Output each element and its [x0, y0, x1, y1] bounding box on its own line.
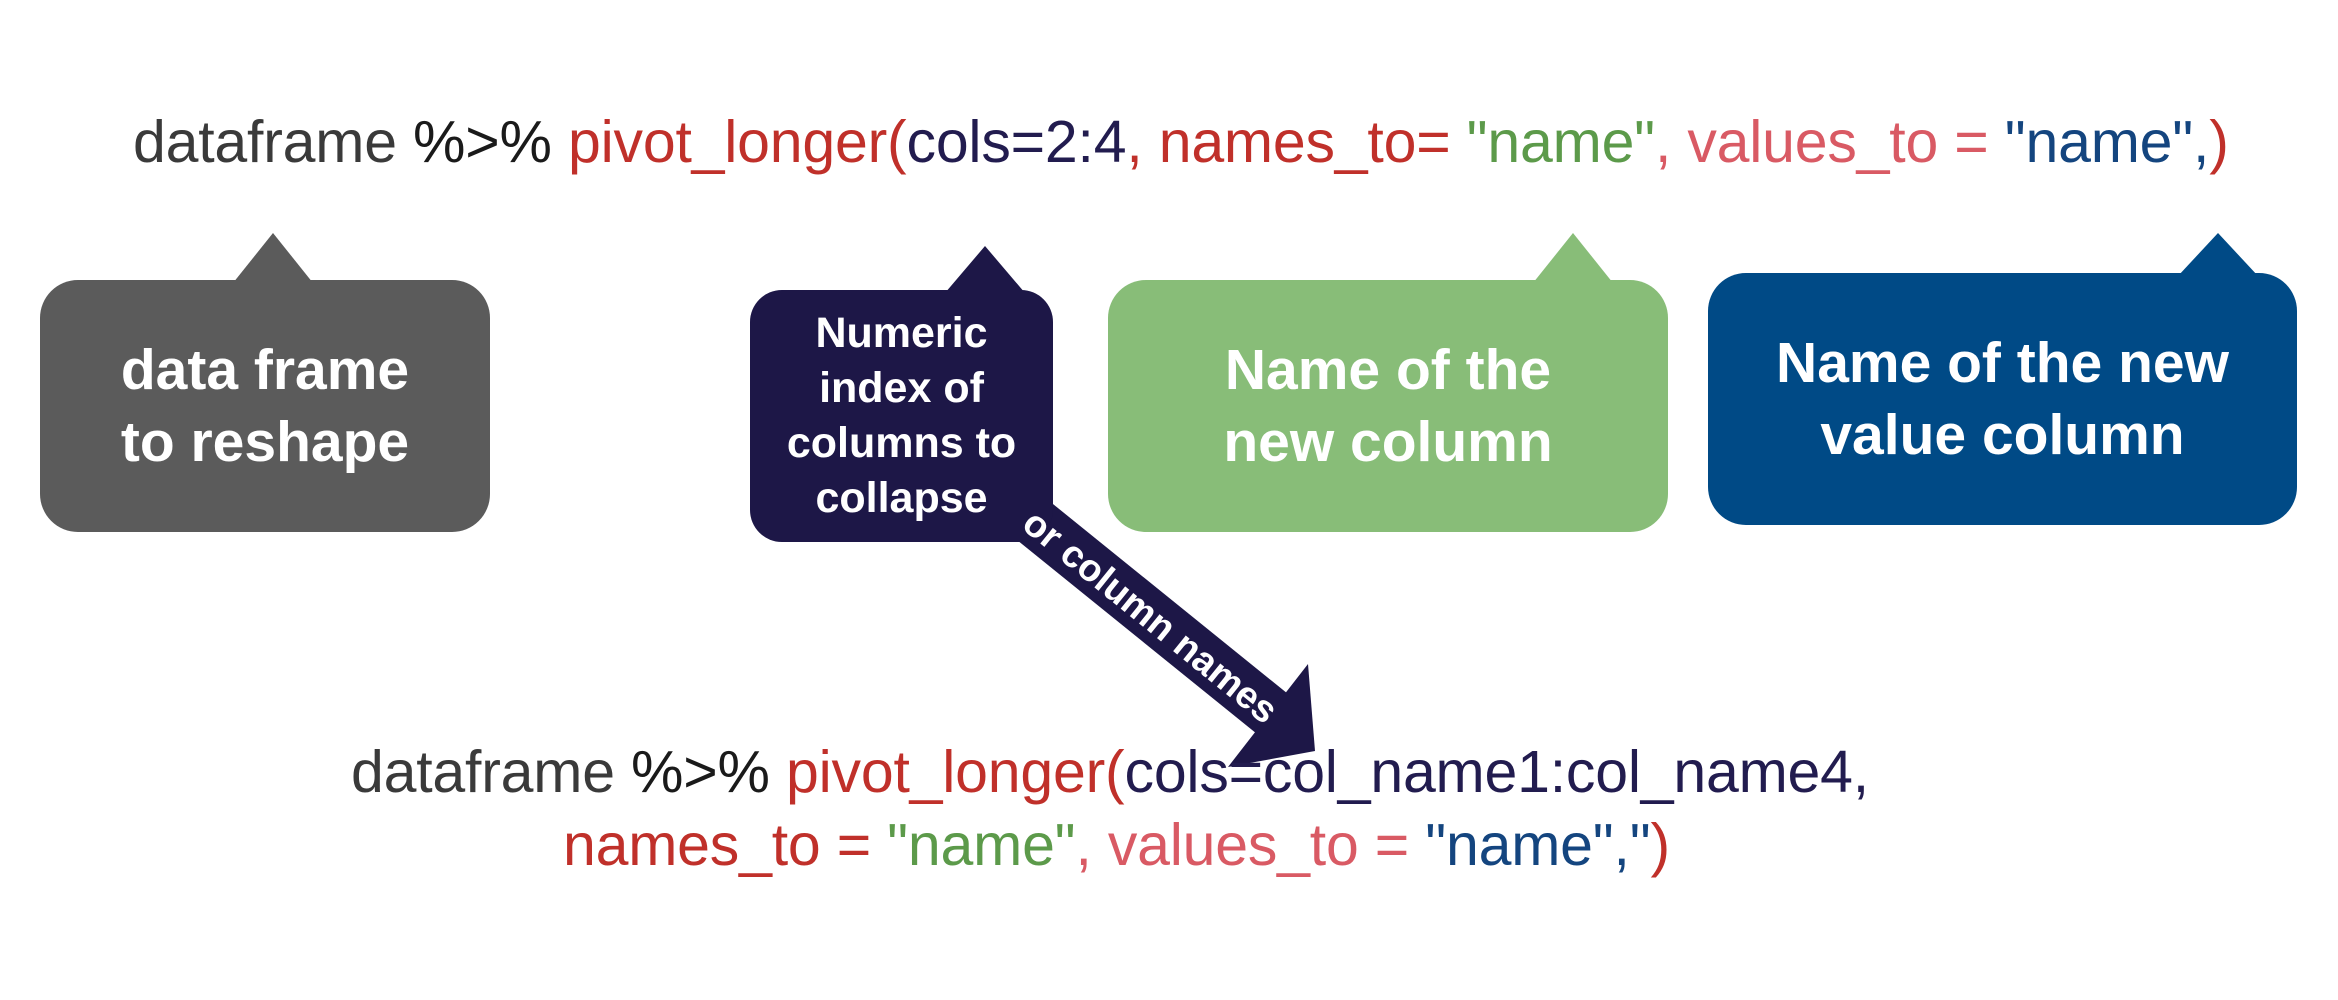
- code2-values-to-string: "name",": [1425, 812, 1651, 878]
- code-line-column-names-part2: names_to = "name", values_to = "name","): [563, 816, 1670, 875]
- values-to-bubble-label: Name of the new value column: [1776, 331, 2229, 467]
- code1-values-to-arg: values_to =: [1687, 109, 2005, 175]
- code1-function: pivot_longer(: [568, 109, 907, 175]
- cols-bubble: Numeric index of columns to collapse: [750, 290, 1053, 542]
- names-bubble-tail: [1533, 233, 1613, 283]
- cols-arrow: [1017, 500, 1315, 767]
- cols-bubble-label: Numeric index of columns to collapse: [786, 309, 1017, 522]
- code1-names-to-string: "name": [1466, 109, 1655, 175]
- code2-values-to-arg: values_to =: [1107, 812, 1426, 878]
- cols-bubble-tail: [945, 246, 1025, 293]
- names-to-bubble-label: Name of the new column: [1223, 338, 1553, 474]
- code1-cols-arg: cols=2:4: [906, 109, 1127, 175]
- code2-cols-arg: cols=col_name1:col_name4,: [1124, 739, 1870, 805]
- code2-dataframe: dataframe: [351, 739, 632, 805]
- values-to-bubble: Name of the new value column: [1708, 273, 2297, 525]
- code1-names-to-arg: names_to=: [1158, 109, 1467, 175]
- names-to-bubble: Name of the new column: [1108, 280, 1668, 532]
- code2-names-to-arg: names_to =: [563, 812, 888, 878]
- dataframe-bubble: data frame to reshape: [40, 280, 490, 532]
- code2-close-paren: ): [1650, 812, 1670, 878]
- code-line-column-names-part1: dataframe %>% pivot_longer(cols=col_name…: [351, 743, 1869, 802]
- code1-dataframe: dataframe: [133, 109, 414, 175]
- code1-close-paren: ): [2209, 109, 2229, 175]
- values-bubble-tail: [2178, 233, 2258, 276]
- dataframe-bubble-tail: [233, 233, 313, 283]
- code1-values-to-string: "name",: [2004, 109, 2210, 175]
- code2-function: pivot_longer(: [786, 739, 1125, 805]
- code-line-numeric-index: dataframe %>% pivot_longer(cols=2:4, nam…: [133, 113, 2229, 172]
- code2-pipe: %>%: [631, 739, 787, 805]
- code1-separator-1: ,: [1126, 109, 1159, 175]
- code2-separator: ,: [1075, 812, 1108, 878]
- code1-separator-2: ,: [1654, 109, 1688, 175]
- code1-pipe: %>%: [413, 109, 569, 175]
- code2-names-to-string: "name": [887, 812, 1076, 878]
- dataframe-bubble-label: data frame to reshape: [120, 338, 410, 474]
